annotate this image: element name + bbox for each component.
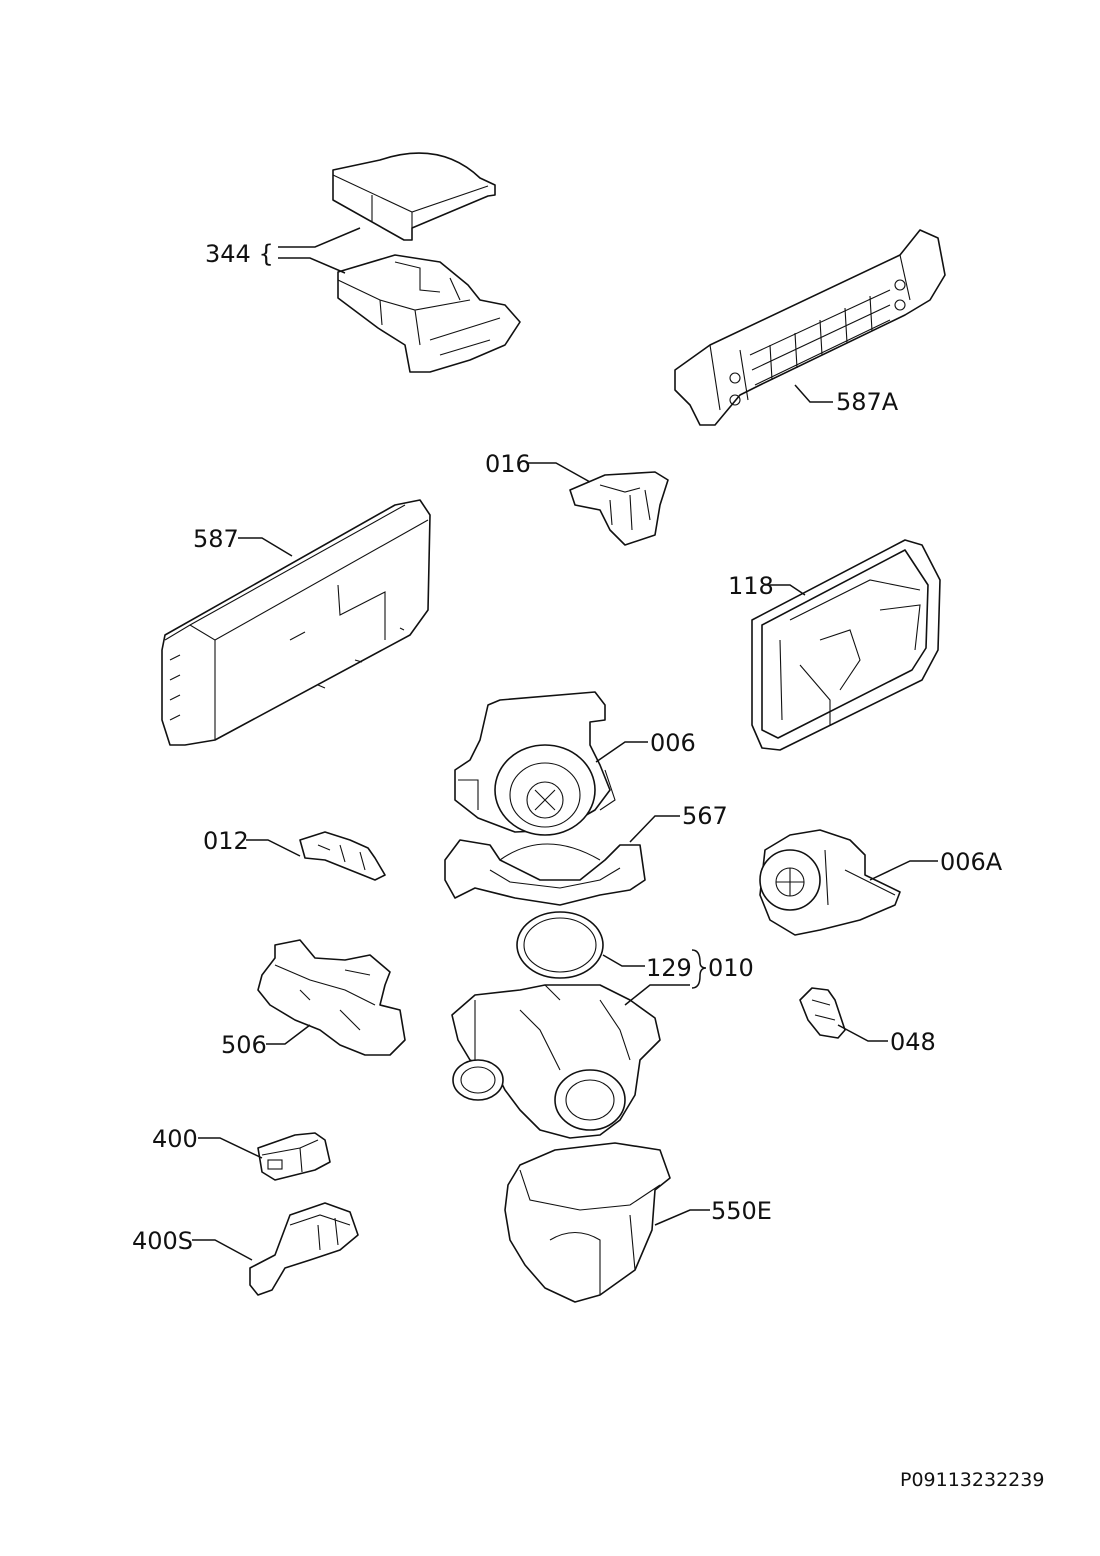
part-129-seal-ring	[516, 911, 604, 979]
part-006-pump	[454, 691, 616, 836]
label-506: 506	[221, 1031, 267, 1059]
part-118-dispenser	[751, 539, 941, 751]
label-016: 016	[485, 450, 531, 478]
part-010-heat-pump	[451, 984, 661, 1139]
part-048-sensor	[799, 987, 846, 1039]
label-006: 006	[650, 729, 696, 757]
label-400: 400	[152, 1125, 198, 1153]
label-587A: 587A	[836, 388, 899, 416]
label-344: 344 {	[205, 240, 274, 268]
label-118: 118	[728, 572, 774, 600]
leader-lines	[192, 227, 938, 1261]
part-587-board	[161, 499, 431, 746]
label-400S: 400S	[132, 1227, 193, 1255]
label-048: 048	[890, 1028, 936, 1056]
part-550E-cover	[504, 1142, 671, 1303]
label-550E: 550E	[711, 1197, 772, 1225]
part-400	[257, 1132, 331, 1181]
label-567: 567	[682, 802, 728, 830]
label-012: 012	[203, 827, 249, 855]
label-010: 010	[708, 954, 754, 982]
part-567-clamp	[444, 839, 646, 906]
label-006A: 006A	[940, 848, 1003, 876]
part-587A-bracket	[674, 229, 946, 426]
part-016	[569, 471, 669, 546]
part-012	[299, 831, 386, 881]
drawing-code: P09113232239	[900, 1469, 1044, 1491]
label-587: 587	[193, 525, 239, 553]
part-400S	[249, 1202, 359, 1296]
part-006A-drain-pump	[759, 829, 901, 936]
part-506-softener	[257, 939, 406, 1056]
part-344-module	[337, 254, 521, 373]
label-129: 129	[646, 954, 692, 982]
part-344-cover	[332, 152, 496, 241]
